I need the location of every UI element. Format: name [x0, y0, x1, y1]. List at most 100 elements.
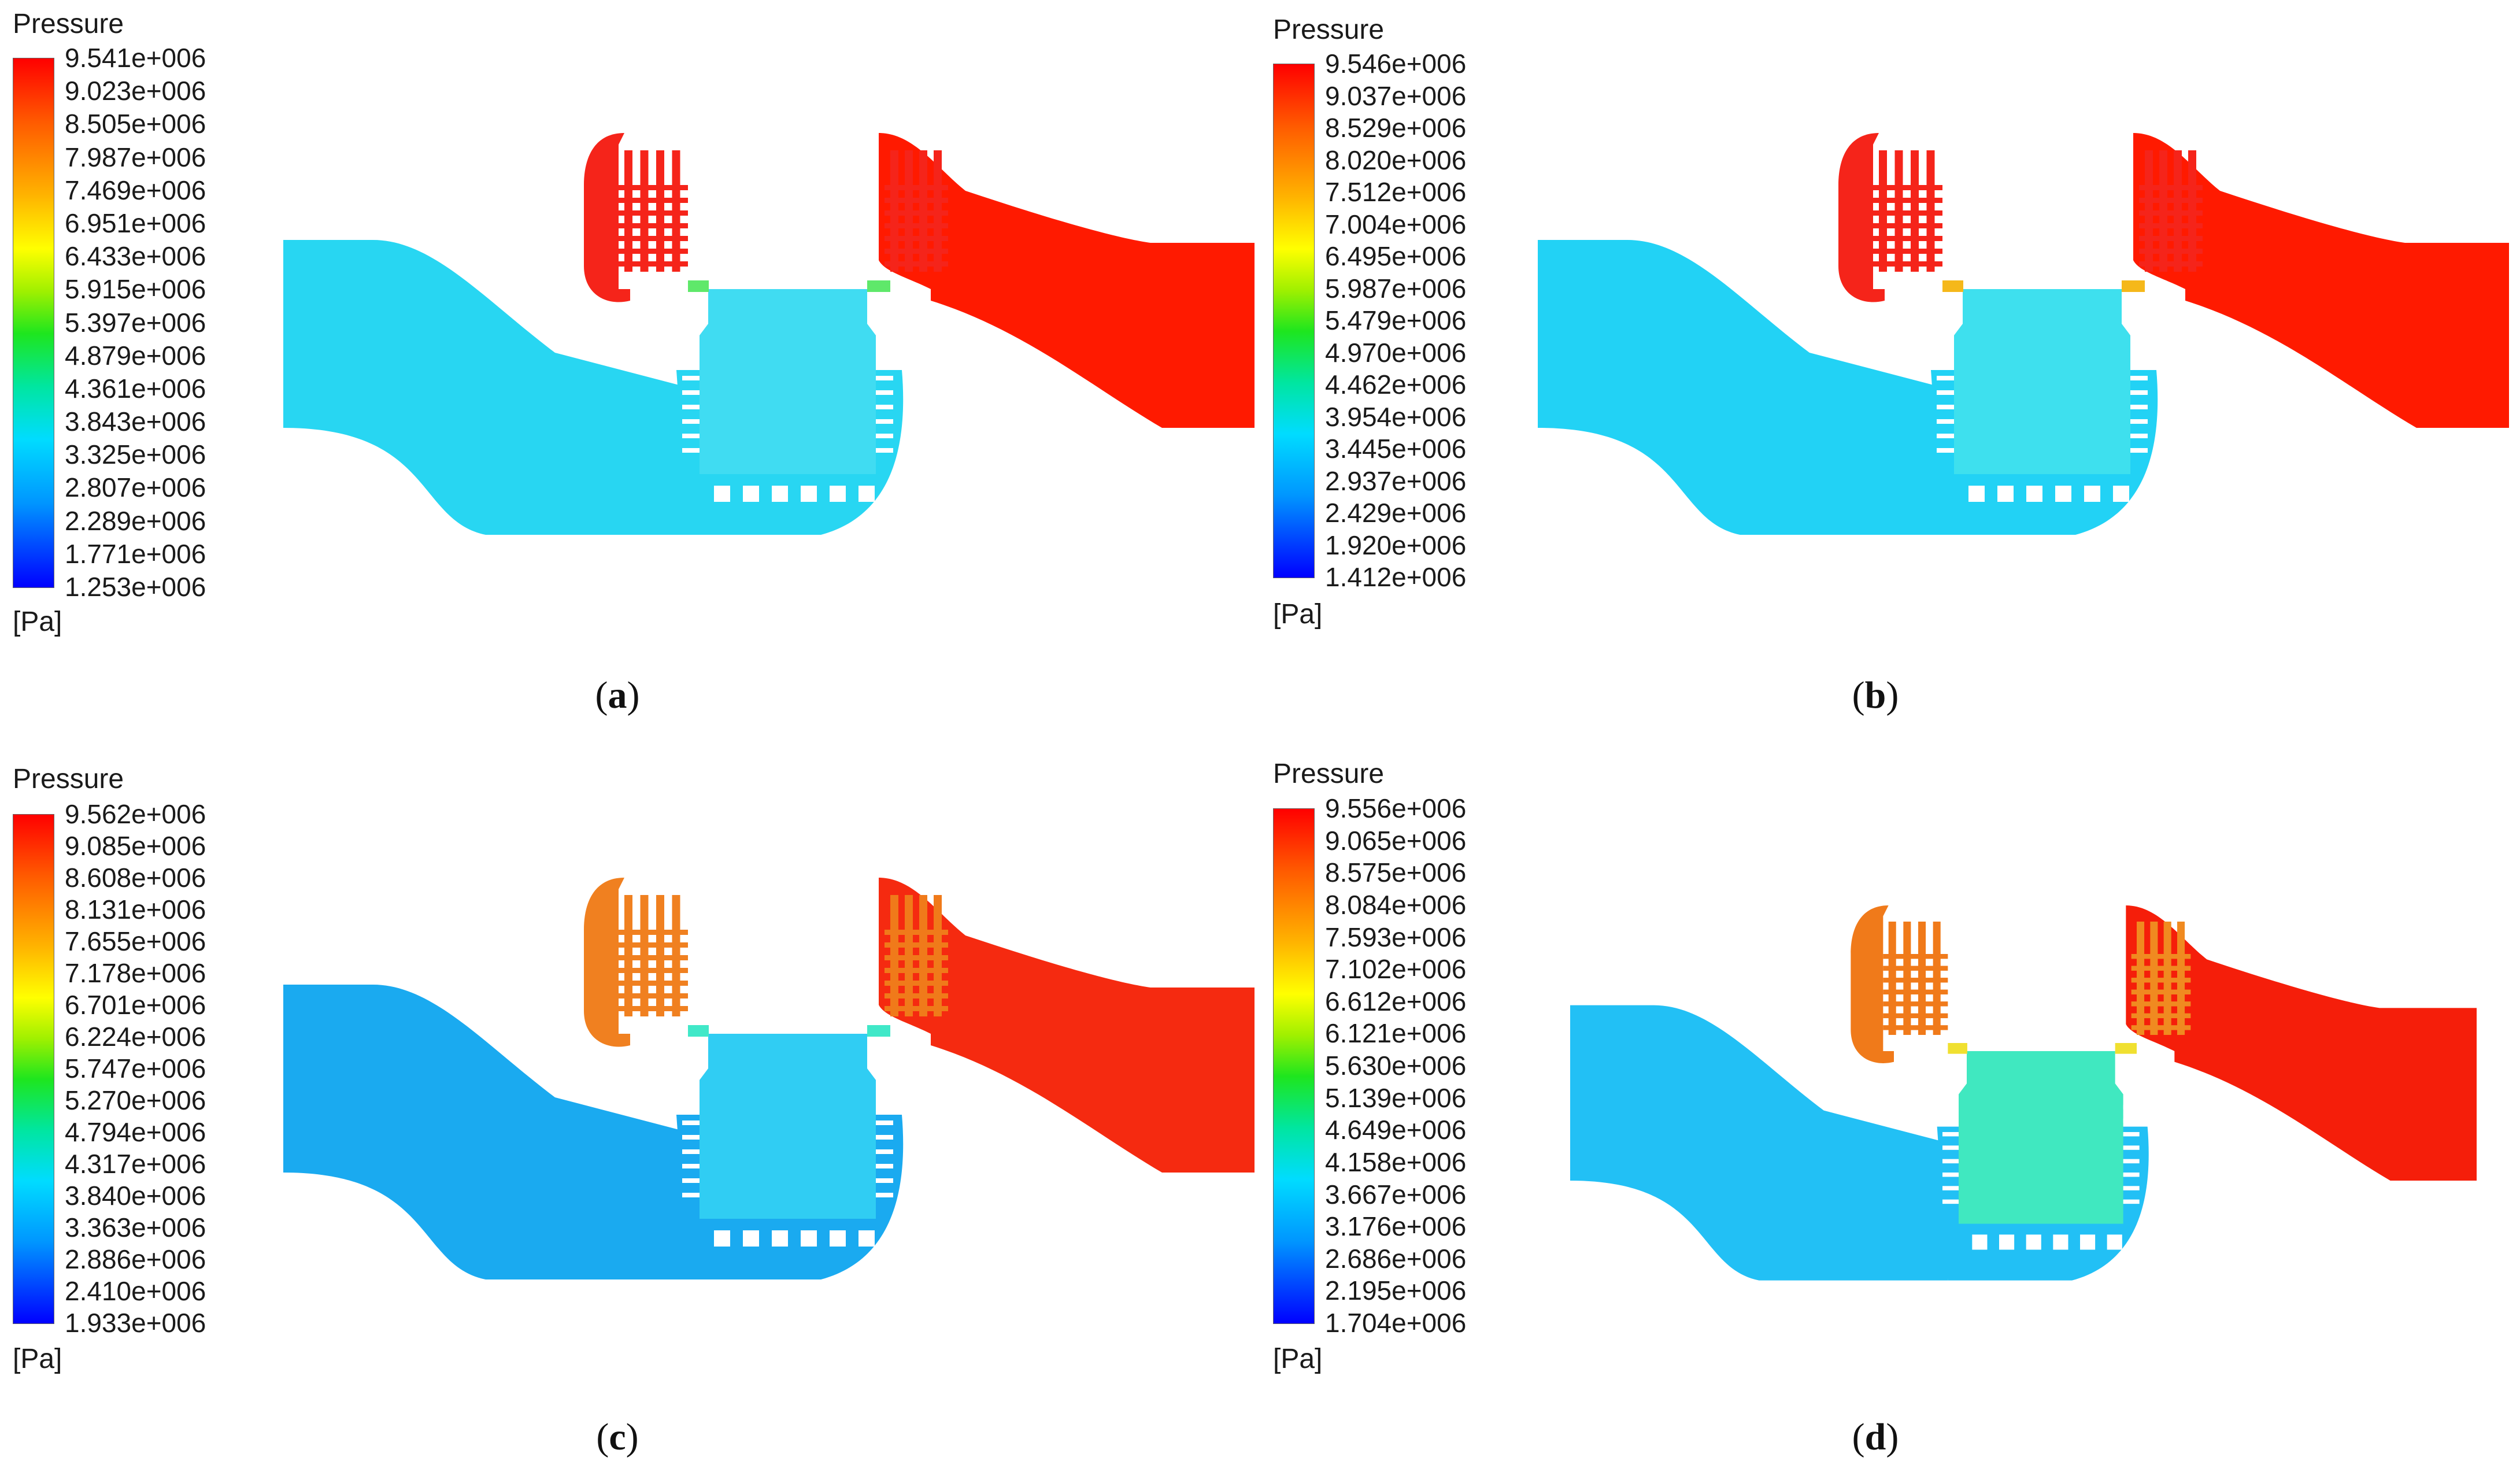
legend-tick-label: 7.102e+006: [1325, 954, 1467, 985]
caption-a: (a): [595, 674, 640, 716]
chamber-rib-right: [2130, 347, 2148, 352]
legend-tick-label: 8.020e+006: [1325, 145, 1467, 175]
legend-tick-label: 7.469e+006: [65, 175, 206, 205]
legend-tick-label: 3.325e+006: [65, 439, 206, 470]
left-inlet-duct: [283, 240, 688, 535]
legend-unit: [Pa]: [1273, 1344, 1323, 1374]
chamber-rib-right: [876, 390, 893, 395]
chamber-rib-left: [682, 1135, 700, 1140]
left-fin-array: [1873, 185, 1942, 190]
legend-title: Pressure: [13, 9, 124, 39]
legend-tick-label: 1.771e+006: [65, 538, 206, 569]
right-outlet-duct: [879, 133, 1255, 428]
chamber-rib-left: [1942, 1132, 1959, 1137]
pressure-colorbar: [1273, 64, 1315, 578]
chamber-rib-left: [1937, 434, 1954, 438]
right-fin-array: [2131, 1001, 2191, 1007]
left-fin-array: [1873, 261, 1942, 267]
left-fin-array: [619, 261, 688, 267]
bottom-port: [801, 486, 817, 502]
right-fin-array: [2131, 1013, 2191, 1019]
right-fin-array: [885, 223, 948, 228]
legend-tick-label: 2.289e+006: [65, 505, 206, 536]
bottom-port: [772, 486, 788, 502]
chamber-rib-left: [682, 390, 700, 395]
right-gap-region: [2115, 1043, 2137, 1054]
chamber-rib-left: [1942, 1173, 1959, 1177]
chamber-rib-left: [1942, 1105, 1959, 1110]
bottom-port: [743, 486, 759, 502]
legend-title: Pressure: [1273, 759, 1385, 789]
right-fin-array: [885, 261, 948, 267]
left-fin-array: [619, 993, 688, 998]
central-chamber: [1954, 289, 2130, 474]
legend-tick-label: 4.649e+006: [1325, 1115, 1467, 1145]
legend-tick-label: 5.747e+006: [65, 1053, 206, 1083]
bottom-port: [858, 1230, 875, 1247]
right-gap-region: [867, 1025, 890, 1037]
legend-tick-label: 5.915e+006: [65, 274, 206, 305]
legend-tick-label: 8.608e+006: [65, 863, 206, 893]
chamber-rib-right: [876, 448, 893, 453]
legend-tick-label: 4.361e+006: [65, 373, 206, 404]
bottom-port: [1999, 1234, 2015, 1250]
caption-b: (b): [1852, 674, 1899, 716]
bottom-port: [2107, 1234, 2122, 1250]
bottom-port: [830, 486, 846, 502]
legend-tick-label: 2.195e+006: [1325, 1275, 1467, 1306]
right-fin-array: [2139, 210, 2203, 216]
legend-tick-label: 2.807e+006: [65, 472, 206, 503]
chamber-rib-right: [2123, 1132, 2140, 1137]
legend-tick-label: 6.495e+006: [1325, 241, 1467, 271]
chamber-rib-left: [682, 434, 700, 438]
pressure-colorbar: [1273, 808, 1315, 1324]
chamber-rib-right: [2123, 1105, 2140, 1110]
left-fin-array: [619, 942, 688, 948]
right-fin-array: [885, 185, 948, 190]
right-fin-array: [2131, 966, 2191, 971]
chamber-rib-left: [682, 376, 700, 380]
legend-tick-label: 6.224e+006: [65, 1022, 206, 1052]
chamber-rib-right: [876, 1135, 893, 1140]
legend-tick-label: 4.158e+006: [1325, 1147, 1467, 1177]
chamber-rib-left: [682, 347, 700, 352]
legend-tick-label: 3.363e+006: [65, 1212, 206, 1242]
left-fin-array: [1883, 1001, 1948, 1007]
chamber-rib-left: [1942, 1186, 1959, 1190]
bottom-port: [772, 1230, 788, 1247]
legend-tick-label: 5.270e+006: [65, 1085, 206, 1115]
pressure-colorbar: [13, 58, 54, 588]
pressure-contour-geometry: [1570, 905, 2477, 1281]
legend-tick-label: 4.794e+006: [65, 1117, 206, 1147]
legend-tick-label: 3.445e+006: [1325, 434, 1467, 464]
right-fin-array: [2139, 236, 2203, 241]
legend-tick-label: 3.954e+006: [1325, 401, 1467, 432]
legend-tick-label: 6.433e+006: [65, 241, 206, 272]
right-fin-array: [885, 942, 948, 948]
left-inlet-duct: [283, 985, 688, 1279]
legend-tick-label: 5.987e+006: [1325, 273, 1467, 304]
left-inlet-duct: [1570, 1005, 1948, 1281]
left-fin-array: [1873, 223, 1942, 228]
central-chamber: [700, 1034, 876, 1219]
chamber-rib-left: [1937, 361, 1954, 366]
left-fin-array: [619, 223, 688, 228]
right-fin-array: [885, 955, 948, 960]
chamber-rib-right: [2130, 419, 2148, 424]
legend-tick-label: 8.505e+006: [65, 109, 206, 139]
legend-tick-label: 1.253e+006: [65, 572, 206, 602]
chamber-rib-right: [876, 405, 893, 409]
legend-tick-label: 2.410e+006: [65, 1276, 206, 1306]
left-fin-array: [1873, 210, 1942, 216]
legend-tick-label: 1.412e+006: [1325, 562, 1467, 592]
right-fin-array: [2131, 1025, 2191, 1030]
chamber-rib-right: [876, 434, 893, 438]
bottom-port: [1972, 1234, 1988, 1250]
chamber-rib-left: [682, 1178, 700, 1183]
left-gap-region: [688, 1025, 709, 1037]
right-fin-array: [885, 993, 948, 998]
central-chamber: [700, 289, 876, 474]
right-fin-array: [2139, 223, 2203, 228]
